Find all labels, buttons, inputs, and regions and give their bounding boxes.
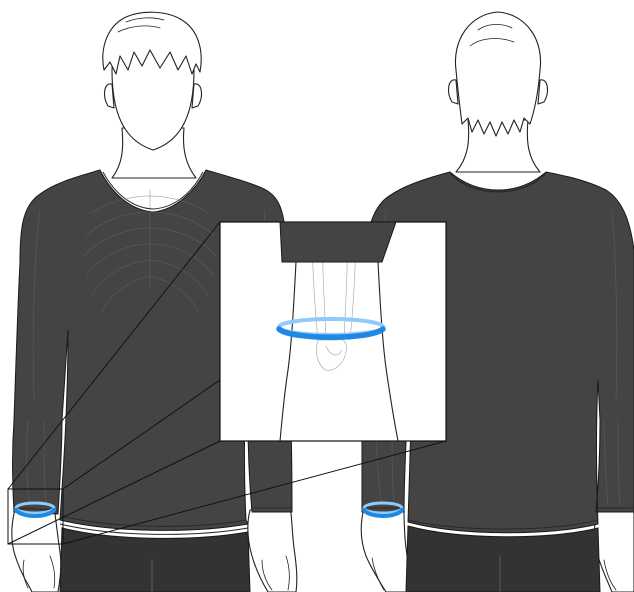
back-right-hand [595,506,634,592]
back-left-hand [361,506,410,592]
front-left-hand [12,505,61,592]
magnified-sleeve-cuff [280,222,396,262]
back-pants [406,526,600,592]
back-head [455,12,540,136]
